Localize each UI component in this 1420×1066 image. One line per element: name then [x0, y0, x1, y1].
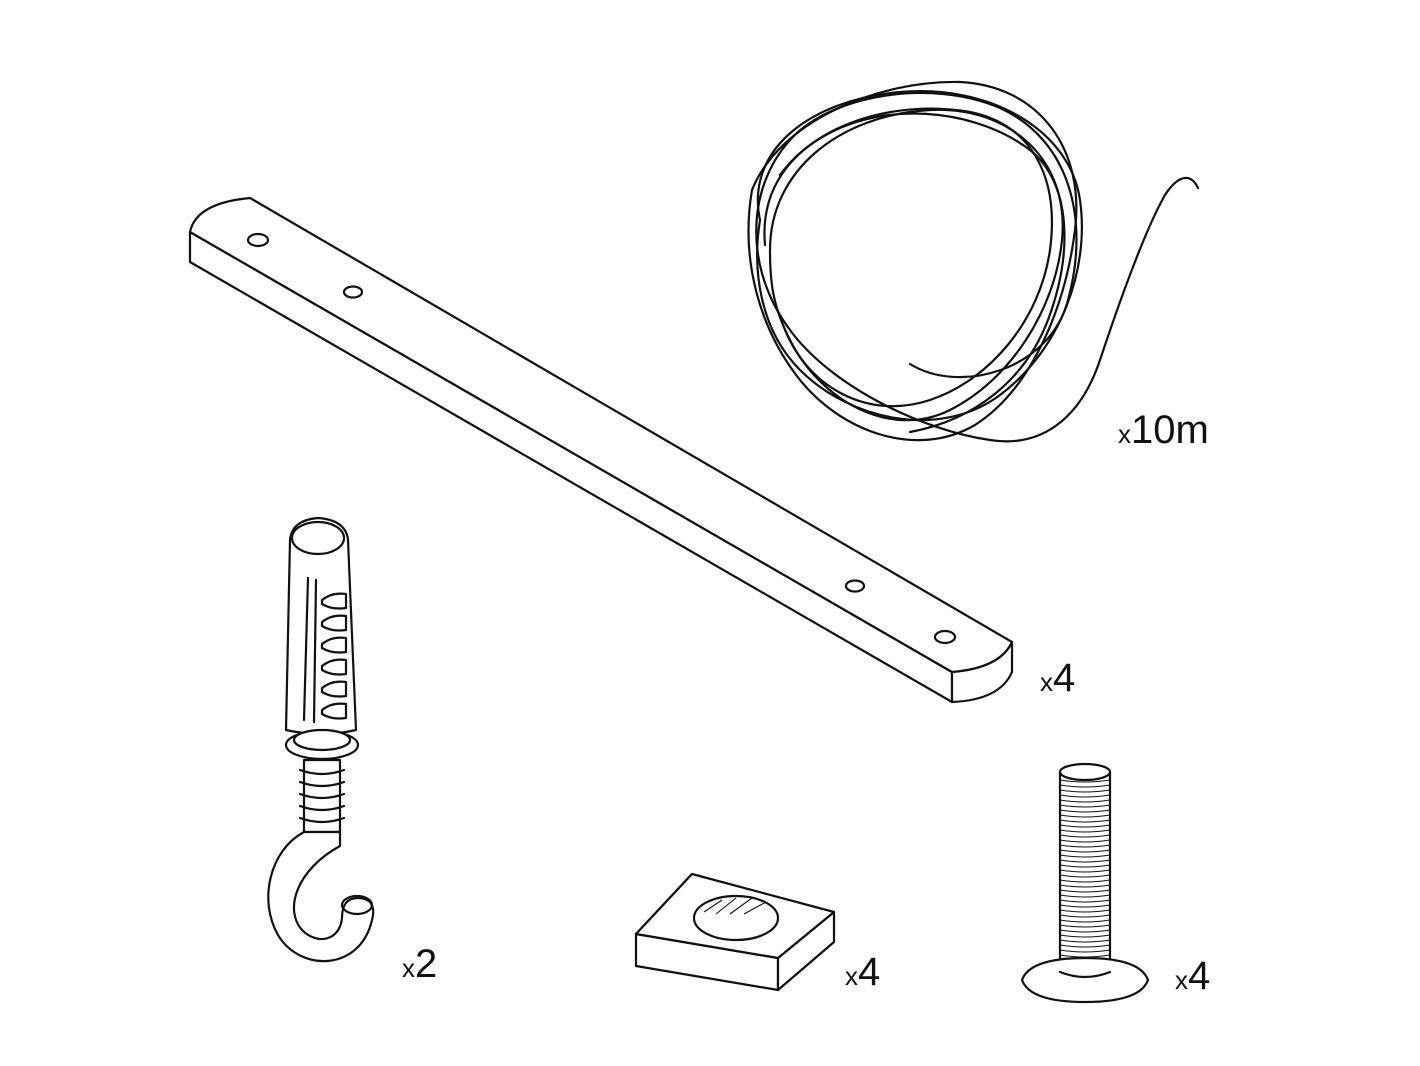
- coiled-rope-icon: [747, 80, 1200, 443]
- hook-quantity-label: x2: [402, 942, 438, 986]
- wall-plug-hook-icon: [267, 516, 375, 963]
- mounting-bar-icon: [188, 196, 1014, 704]
- bolt-quantity-label: x4: [1175, 954, 1211, 998]
- bar-quantity-label: x4: [1040, 656, 1076, 700]
- square-nut-icon: [634, 872, 836, 992]
- nut-quantity-label: x4: [845, 950, 881, 994]
- rope-quantity-label: x10m: [1118, 408, 1209, 452]
- bolt-icon: [1020, 762, 1150, 1004]
